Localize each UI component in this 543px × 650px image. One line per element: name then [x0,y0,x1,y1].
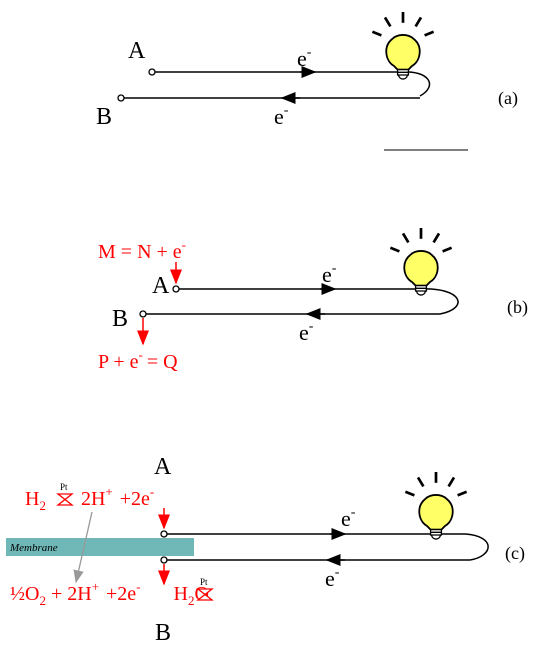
electrode-a [148,68,156,76]
electrode-b [139,310,147,318]
reaction-anode: H2 2H+ +2e- [25,479,154,515]
panel-tag-b: (b) [507,297,528,318]
reaction-oxidation: M = N + e- [98,237,186,263]
wire-loop [419,288,459,315]
node-label-b: B [112,306,128,332]
panel-a: A B e- e- (a) [96,12,518,151]
electrode-a [172,285,180,293]
reaction-cathode: ½O2 + 2H+ +2e- H2O [10,574,209,610]
node-label-a: A [128,38,146,64]
node-label-a: A [152,273,170,299]
electrode-b [160,556,168,564]
svg-text:Pt: Pt [60,482,68,492]
light-bulb-icon [389,228,453,297]
electrode-b [117,94,125,102]
electron-label-top: e- [322,261,337,287]
panel-c: Membrane A B e- e- (c) H2 2H+ +2e- Pt ½O… [6,454,525,646]
membrane [6,538,194,556]
membrane-label: Membrane [9,542,58,554]
wire-loop [464,533,489,561]
electron-label-top: e- [341,505,356,531]
proton-transfer-arrow [73,511,93,584]
electron-label-bottom: e- [299,319,314,345]
node-label-a: A [154,454,172,480]
electron-label-bottom: e- [325,565,340,591]
panel-b: A B e- e- (b) M = N + e- P + e-= Q [98,228,528,373]
panel-tag-a: (a) [498,88,518,109]
node-label-b: B [96,104,112,130]
electrode-a [160,530,168,538]
svg-text:Pt: Pt [200,577,208,587]
electron-label-top: e- [297,45,312,71]
reaction-reduction: P + e-= Q [98,347,178,373]
light-bulb-icon [371,12,435,81]
electron-label-bottom: e- [274,103,289,129]
catalyst-arrow-icon: Pt [196,577,214,601]
light-bulb-icon [404,472,468,541]
panel-tag-c: (c) [505,543,525,564]
node-label-b: B [155,620,171,646]
catalyst-arrow-icon: Pt [56,482,74,506]
